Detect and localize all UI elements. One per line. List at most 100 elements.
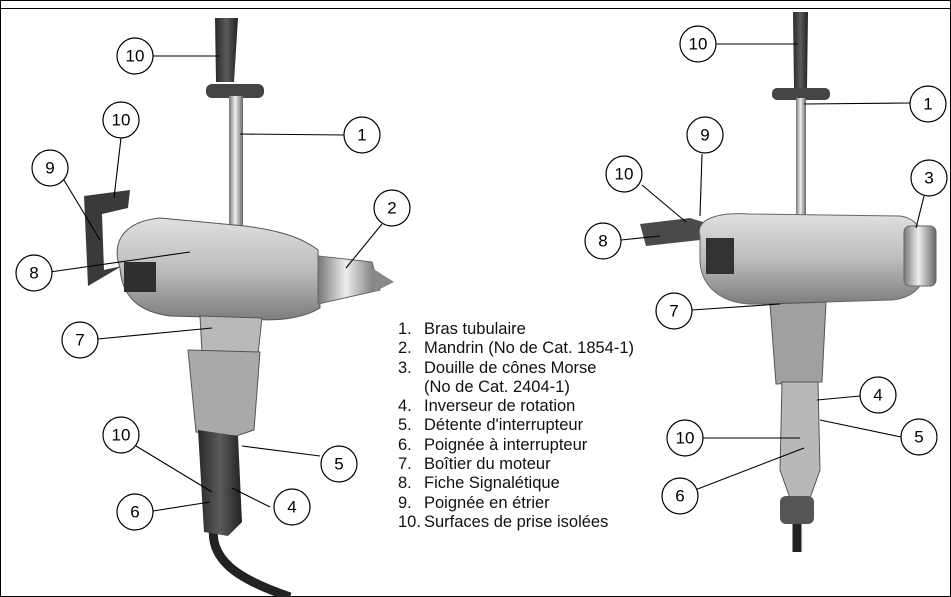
callout: 1 [909, 85, 947, 123]
left-tubular-arm [229, 96, 243, 244]
callout-number: 9 [700, 126, 709, 145]
legend-item: 6. Poignée à interrupteur [398, 436, 634, 455]
legend-number: 7. [398, 455, 412, 474]
callout-number: 1 [923, 95, 932, 114]
callout: 4 [859, 376, 897, 414]
right-stirrup-handle [640, 218, 716, 246]
callout: 5 [900, 418, 938, 456]
callout-number: 5 [334, 455, 343, 474]
legend-item: 10.Surfaces de prise isolées [398, 513, 634, 532]
callout: 10 [605, 155, 643, 193]
legend-item: 9. Poignée en étrier [398, 494, 634, 513]
legend-item: 4. Inverseur de rotation [398, 397, 634, 416]
right-switch-handle [769, 301, 827, 385]
legend-text: Bras tubulaire [424, 320, 526, 338]
callout-number: 10 [615, 165, 634, 184]
parts-legend: 1. Bras tubulaire 2. Mandrin (No de Cat. 1… [398, 320, 634, 532]
legend-text: Boîtier du moteur [424, 455, 551, 474]
legend-text: Douille de cônes Morse [424, 358, 597, 377]
legend-item: 7. Boîtier du moteur [398, 455, 634, 474]
callout-number: 4 [873, 386, 882, 405]
callout-number: 4 [287, 498, 296, 517]
callout: 8 [15, 254, 53, 292]
callout: 10 [116, 37, 154, 75]
left-grip-collar [206, 84, 264, 98]
legend-item: 1. Bras tubulaire [398, 320, 634, 339]
callout-number: 10 [676, 429, 695, 448]
callout: 10 [102, 101, 140, 139]
top-rule [1, 1, 950, 9]
legend-number: 2. [398, 339, 412, 358]
callout-circles: 10 10 9 8 7 10 6 1 2 5 4 10 9 10 8 7 10 … [15, 25, 948, 531]
legend-number: 1. [398, 320, 412, 338]
legend-text: Inverseur de rotation [424, 397, 576, 416]
callout-number: 7 [75, 331, 84, 350]
callout-number: 10 [689, 35, 708, 54]
left-insulated-handle [198, 430, 242, 536]
legend-item-continuation: (No de Cat. 2404-1) [398, 378, 634, 397]
callout: 4 [273, 488, 311, 526]
callout-number: 10 [112, 426, 131, 445]
legend-text: Fiche Signalétique [424, 474, 560, 493]
right-morse-socket [903, 225, 937, 287]
legend-number: 6. [398, 435, 412, 454]
callout: 6 [116, 493, 154, 531]
right-grip-collar [772, 88, 830, 100]
legend-text: Poignée en étrier [424, 493, 550, 512]
callout: 6 [661, 477, 699, 515]
callout-number: 6 [675, 487, 684, 506]
callout-number: 1 [357, 126, 366, 145]
callout: 8 [584, 222, 622, 260]
legend-text-continuation: (No de Cat. 2404-1) [424, 377, 570, 396]
left-chuck-tip [372, 268, 394, 292]
callout-number: 8 [29, 264, 38, 283]
callout-number: 6 [130, 503, 139, 522]
callout-number: 8 [598, 232, 607, 251]
callout: 9 [686, 116, 724, 154]
callout-number: 7 [669, 302, 678, 321]
callout: 3 [910, 159, 948, 197]
left-chuck [317, 255, 381, 305]
callout: 7 [61, 321, 99, 359]
legend-text: Surfaces de prise isolées [424, 512, 609, 531]
left-switch-handle [187, 349, 261, 437]
callout-number: 3 [924, 169, 933, 188]
left-stirrup-handle [84, 190, 130, 286]
right-drill [640, 12, 937, 552]
right-grip-end [780, 496, 814, 524]
callout: 10 [679, 25, 717, 63]
callout: 7 [655, 292, 693, 330]
legend-number: 5. [398, 416, 412, 435]
callout: 2 [373, 189, 411, 227]
callout: 5 [320, 445, 358, 483]
callout-number: 5 [914, 428, 923, 447]
left-nameplate [124, 262, 156, 292]
legend-number: 3. [398, 358, 412, 377]
callout-number: 10 [112, 111, 131, 130]
right-tubular-arm-grip [793, 12, 808, 88]
right-nameplate [706, 238, 734, 274]
callout-number: 10 [126, 47, 145, 66]
legend-number: 4. [398, 397, 412, 416]
legend-item: 3. Douille de cônes Morse [398, 359, 634, 378]
legend-text: Mandrin (No de Cat. 1854-1) [424, 339, 635, 358]
left-tubular-arm-grip [215, 18, 238, 82]
legend-number: 8. [398, 474, 412, 493]
callout: 9 [31, 149, 69, 187]
legend-item: 5.Détente d'interrupteur [398, 416, 634, 435]
left-gear-housing [199, 315, 263, 355]
leader-lines [49, 43, 925, 512]
legend-number: 10. [398, 512, 421, 531]
legend-number: 9. [398, 493, 412, 512]
callout: 10 [666, 419, 704, 457]
callout-number: 2 [387, 199, 396, 218]
legend-item: 2. Mandrin (No de Cat. 1854-1) [398, 339, 634, 358]
legend-text: Poignée à interrupteur [424, 435, 588, 454]
left-drill [84, 18, 394, 597]
right-insulated-handle [779, 381, 821, 499]
callout-number: 9 [45, 159, 54, 178]
callout: 10 [102, 416, 140, 454]
callout: 1 [343, 116, 381, 154]
legend-item: 8. Fiche Signalétique [398, 474, 634, 493]
